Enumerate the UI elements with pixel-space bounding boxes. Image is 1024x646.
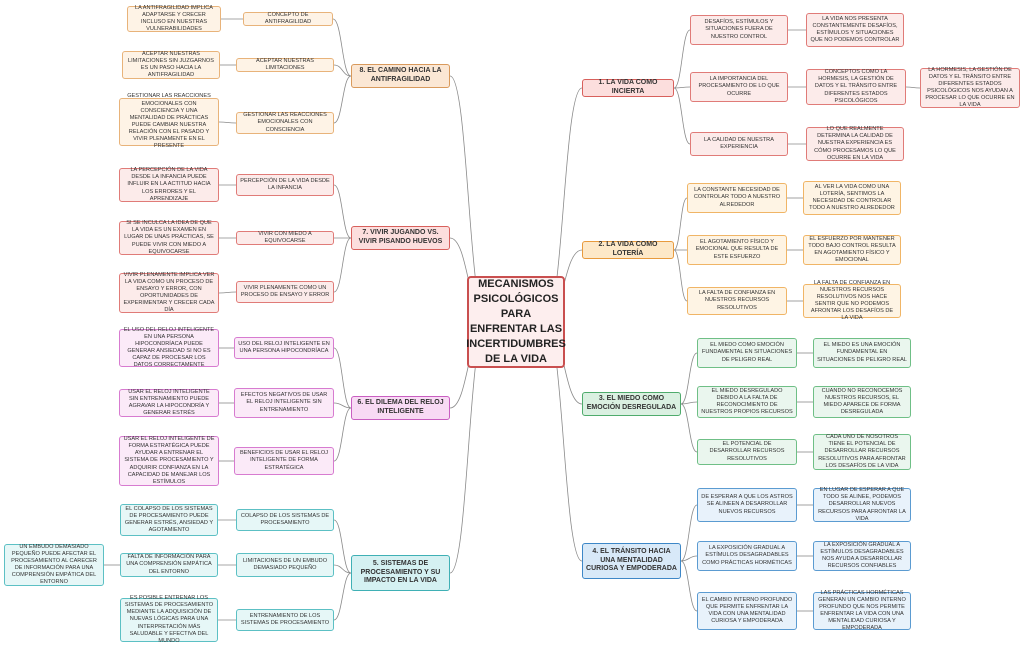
branch-6-sub-3[interactable]: BENEFICIOS DE USAR EL RELOJ INTELIGENTE … — [234, 447, 334, 475]
branch-7-detail-2[interactable]: SI SE INCULCA LA IDEA DE QUE LA VIDA ES … — [119, 220, 219, 255]
connector-branch-8-sub-3 — [333, 75, 352, 124]
connector-branch-6-sub-1 — [333, 347, 352, 409]
branch-1-extra-2[interactable]: LA HORMESIS, LA GESTIÓN DE DATOS Y EL TR… — [920, 67, 1020, 108]
branch-3-detail-3[interactable]: CADA UNO DE NOSOTROS TIENE EL POTENCIAL … — [813, 434, 911, 470]
branch-8-sub-3[interactable]: GESTIONAR LAS REACCIONES EMOCIONALES CON… — [236, 112, 334, 134]
branch-5-sub-1[interactable]: COLAPSO DE LOS SISTEMAS DE PROCESAMIENTO — [236, 509, 334, 531]
connector-branch-6-sub-3 — [333, 407, 352, 462]
branch-4-sub-3[interactable]: EL CAMBIO INTERNO PROFUNDO QUE PERMITE E… — [697, 592, 797, 630]
branch-7-title[interactable]: 7. VIVIR JUGANDO VS. VIVIR PISANDO HUEVO… — [351, 226, 450, 250]
connector-branch-1-sub-2 — [673, 86, 691, 89]
connector-branch-1-sub-1 — [673, 29, 691, 89]
branch-6-sub-1[interactable]: USO DEL RELOJ INTELIGENTE EN UNA PERSONA… — [234, 337, 334, 359]
branch-2-sub-3[interactable]: LA FALTA DE CONFIANZA EN NUESTROS RECURS… — [687, 287, 787, 315]
branch-5-extra-2[interactable]: UN EMBUDO DEMASIADO PEQUEÑO PUEDE AFECTA… — [4, 544, 104, 586]
branch-3-sub-1[interactable]: EL MIEDO COMO EMOCIÓN FUNDAMENTAL EN SIT… — [697, 338, 797, 368]
branch-1-sub-3[interactable]: LA CALIDAD DE NUESTRA EXPERIENCIA — [690, 132, 788, 156]
branch-5-detail-2[interactable]: FALTA DE INFORMACIÓN PARA UNA COMPRENSIÓ… — [120, 553, 218, 577]
branch-3-sub-2[interactable]: EL MIEDO DESREGULADO DEBIDO A LA FALTA D… — [697, 386, 797, 418]
connector-branch-2-sub-1 — [673, 197, 688, 251]
connector-branch-5-sub-1 — [333, 519, 352, 574]
branch-5-title[interactable]: 5. SISTEMAS DE PROCESAMIENTO Y SU IMPACT… — [351, 555, 450, 591]
connector-branch-3-sub-1 — [680, 352, 698, 405]
branch-4-detail-3[interactable]: LAS PRÁCTICAS HORMÉTICAS GENERAN UN CAMB… — [813, 590, 911, 631]
branch-8-detail-1[interactable]: LA ANTIFRAGILIDAD IMPLICA ADAPTARSE Y CR… — [127, 5, 221, 32]
connector-branch-1-sub-3 — [673, 87, 691, 145]
branch-5-detail-1[interactable]: EL COLAPSO DE LOS SISTEMAS DE PROCESAMIE… — [120, 504, 218, 536]
connector-branch-5-sub-2 — [333, 564, 352, 574]
branch-6-title[interactable]: 6. EL DILEMA DEL RELOJ INTELIGENTE — [351, 396, 450, 420]
central-topic[interactable]: MECANISMOS PSICOLÓGICOS PARA ENFRENTAR L… — [466, 276, 566, 368]
branch-6-sub-2[interactable]: EFECTOS NEGATIVOS DE USAR EL RELOJ INTEL… — [234, 388, 334, 418]
branch-7-detail-1[interactable]: LA PERCEPCIÓN DE LA VIDA DESDE LA INFANC… — [119, 167, 219, 202]
branch-4-sub-1[interactable]: DE ESPERAR A QUE LOS ASTROS SE ALINEEN A… — [697, 488, 797, 522]
branch-1-detail-1[interactable]: LA VIDA NOS PRESENTA CONSTANTEMENTE DESA… — [806, 13, 904, 47]
branch-5-sub-2[interactable]: LIMITACIONES DE UN EMBUDO DEMASIADO PEQU… — [236, 553, 334, 577]
branch-1-sub-1[interactable]: DESAFÍOS, ESTÍMULOS Y SITUACIONES FUERA … — [690, 15, 788, 45]
branch-6-detail-2[interactable]: USAR EL RELOJ INTELIGENTE SIN ENTRENAMIE… — [119, 389, 219, 417]
branch-2-sub-1[interactable]: LA CONSTANTE NECESIDAD DE CONTROLAR TODO… — [687, 183, 787, 213]
branch-2-detail-1[interactable]: AL VER LA VIDA COMO UNA LOTERÍA, SENTIMO… — [803, 181, 901, 215]
branch-1-sub-2[interactable]: LA IMPORTANCIA DEL PROCESAMIENTO DE LO Q… — [690, 72, 788, 102]
connector-branch-8-detail-3 — [218, 121, 237, 124]
connector-branch-5-sub-3 — [333, 572, 352, 621]
branch-3-title[interactable]: 3. EL MIEDO COMO EMOCIÓN DESREGULADA — [582, 392, 681, 416]
branch-7-detail-3[interactable]: VIVIR PLENAMENTE IMPLICA VER LA VIDA COM… — [119, 272, 219, 313]
branch-2-detail-3[interactable]: LA FALTA DE CONFIANZA EN NUESTROS RECURS… — [803, 280, 901, 321]
branch-4-detail-1[interactable]: EN LUGAR DE ESPERAR A QUE TODO SE ALINEE… — [813, 487, 911, 522]
connector-branch-6-sub-2 — [333, 402, 352, 409]
connector-branch-7-sub-3 — [333, 237, 352, 293]
connector-branch-2-sub-3 — [673, 249, 688, 302]
branch-7-sub-3[interactable]: VIVIR PLENAMENTE COMO UN PROCESO DE ENSA… — [236, 281, 334, 303]
branch-6-detail-3[interactable]: USAR EL RELOJ INTELIGENTE DE FORMA ESTRA… — [119, 436, 219, 486]
connector-branch-8-sub-2 — [333, 64, 352, 77]
branch-7-sub-2[interactable]: VIVIR CON MIEDO A EQUIVOCARSE — [236, 231, 334, 245]
branch-5-sub-3[interactable]: ENTRENAMIENTO DE LOS SISTEMAS DE PROCESA… — [236, 609, 334, 631]
connector-branch-8-sub-1 — [332, 18, 352, 77]
branch-6-detail-1[interactable]: EL USO DEL RELOJ INTELIGENTE EN UNA PERS… — [119, 327, 219, 368]
branch-3-detail-1[interactable]: EL MIEDO ES UNA EMOCIÓN FUNDAMENTAL EN S… — [813, 338, 911, 368]
branch-8-sub-2[interactable]: ACEPTAR NUESTRAS LIMITACIONES — [236, 58, 334, 72]
branch-1-detail-2[interactable]: CONCEPTOS COMO LA HORMESIS, LA GESTIÓN D… — [806, 69, 906, 105]
branch-2-title[interactable]: 2. LA VIDA COMO LOTERÍA — [582, 241, 674, 259]
branch-7-sub-1[interactable]: PERCEPCIÓN DE LA VIDA DESDE LA INFANCIA — [236, 174, 334, 196]
branch-8-sub-1[interactable]: CONCEPTO DE ANTIFRAGILIDAD — [243, 12, 333, 26]
connector-branch-7-sub-1 — [333, 184, 352, 239]
branch-8-detail-3[interactable]: GESTIONAR LAS REACCIONES EMOCIONALES CON… — [119, 93, 219, 149]
connector-branch-3-sub-3 — [680, 403, 698, 453]
branch-8-detail-2[interactable]: ACEPTAR NUESTRAS LIMITACIONES SIN JUZGAR… — [122, 51, 220, 79]
branch-1-title[interactable]: 1. LA VIDA COMO INCIERTA — [582, 79, 674, 97]
connector-branch-7-detail-3 — [218, 291, 237, 294]
connector-branch-4-sub-1 — [680, 504, 698, 562]
branch-8-title[interactable]: 8. EL CAMINO HACIA LA ANTIFRAGILIDAD — [351, 64, 450, 88]
connector-branch-4-sub-3 — [680, 560, 698, 612]
branch-4-title[interactable]: 4. EL TRÁNSITO HACIA UNA MENTALIDAD CURI… — [582, 543, 681, 579]
connector-branch-3-sub-2 — [680, 401, 698, 405]
connector-branch-4-sub-2 — [680, 555, 698, 562]
branch-2-sub-2[interactable]: EL AGOTAMIENTO FÍSICO Y EMOCIONAL QUE RE… — [687, 235, 787, 265]
branch-1-detail-3[interactable]: LO QUE REALMENTE DETERMINA LA CALIDAD DE… — [806, 126, 904, 161]
branch-4-detail-2[interactable]: LA EXPOSICIÓN GRADUAL A ESTÍMULOS DESAGR… — [813, 541, 911, 571]
connector-branch-1-extra-2 — [905, 86, 921, 89]
branch-4-sub-2[interactable]: LA EXPOSICIÓN GRADUAL A ESTÍMULOS DESAGR… — [697, 541, 797, 571]
branch-3-sub-3[interactable]: EL POTENCIAL DE DESARROLLAR RECURSOS RES… — [697, 439, 797, 465]
branch-5-detail-3[interactable]: ES POSIBLE ENTRENAR LOS SISTEMAS DE PROC… — [120, 595, 218, 644]
branch-3-detail-2[interactable]: CUANDO NO RECONOCEMOS NUESTROS RECURSOS,… — [813, 386, 911, 418]
branch-2-detail-2[interactable]: EL ESFUERZO POR MANTENER TODO BAJO CONTR… — [803, 235, 901, 265]
